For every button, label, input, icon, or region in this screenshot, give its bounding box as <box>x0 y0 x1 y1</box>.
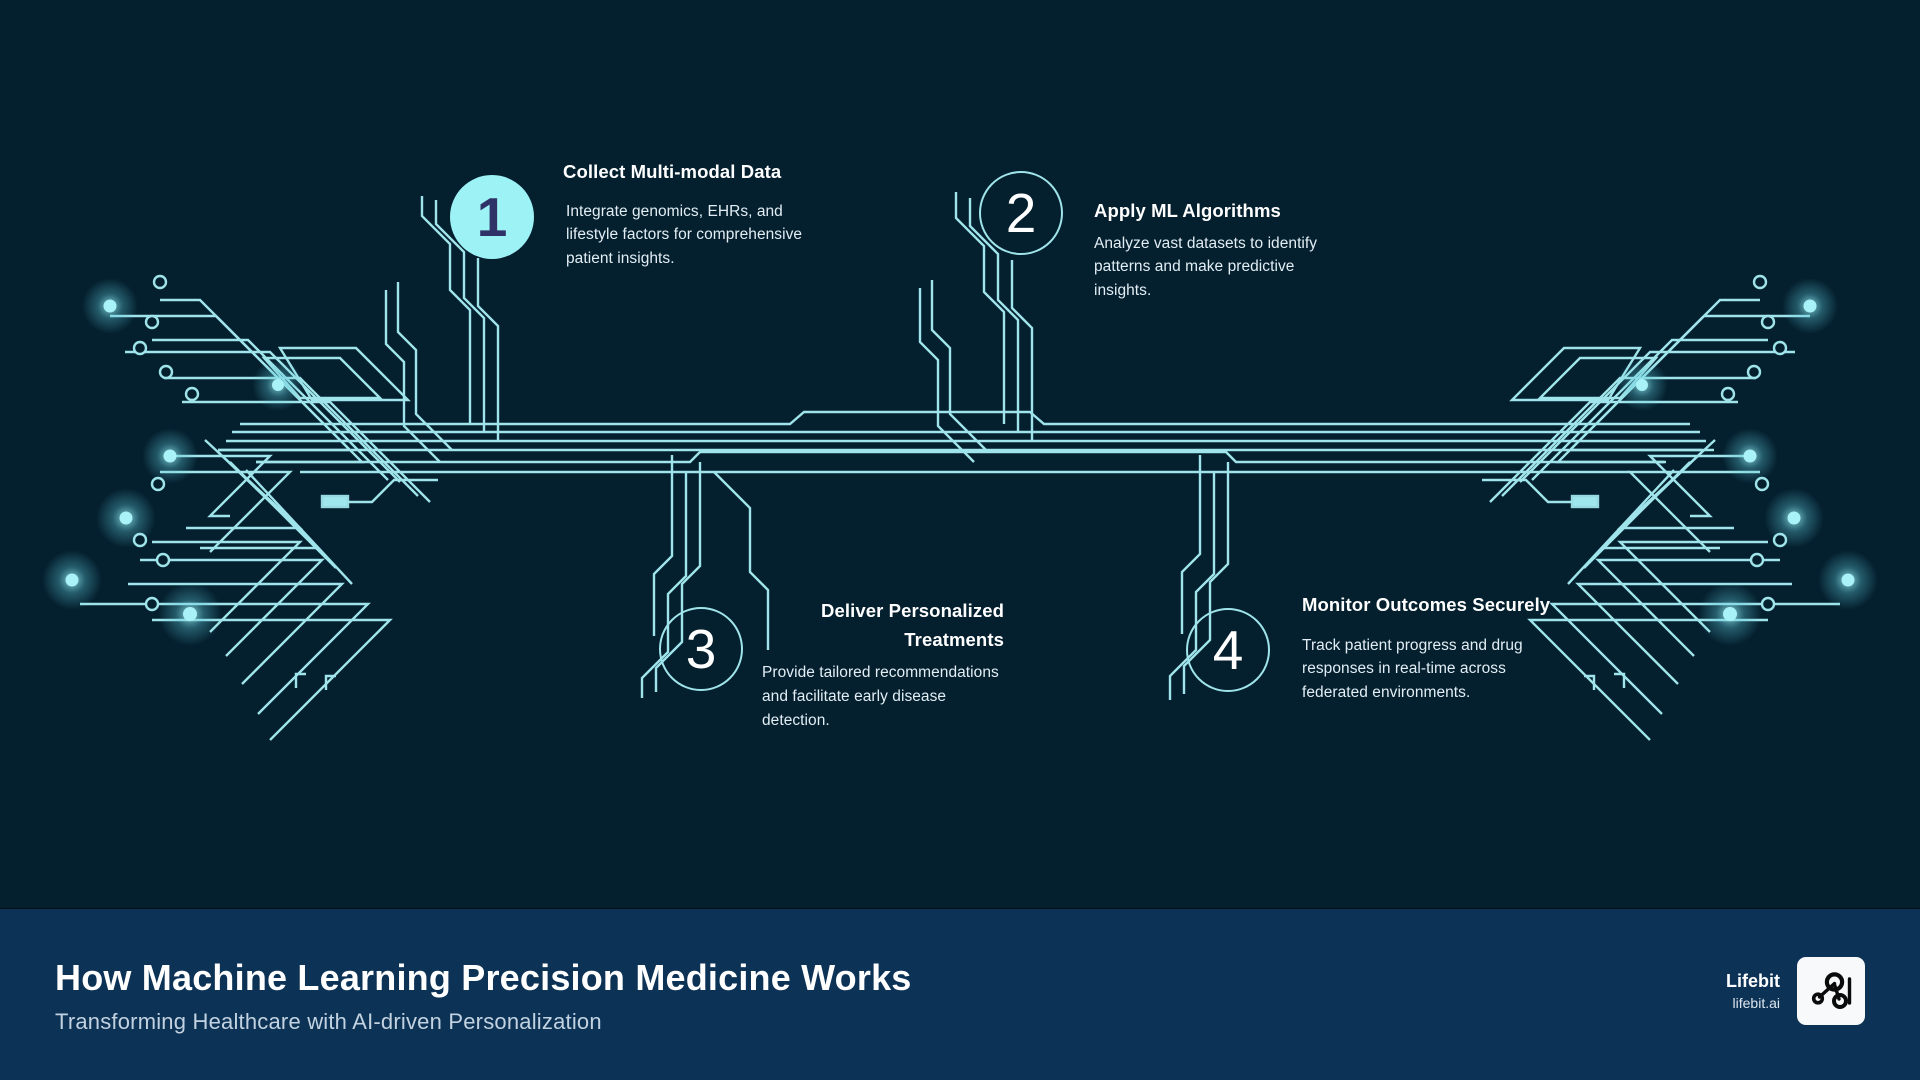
page-title: How Machine Learning Precision Medicine … <box>55 957 912 998</box>
brand-url: lifebit.ai <box>1732 994 1780 1011</box>
brand-name: Lifebit <box>1726 971 1780 992</box>
step-3-number: 3 <box>685 617 717 680</box>
step-4-number-badge[interactable]: 4 <box>1186 608 1270 692</box>
step-2-number: 2 <box>1005 181 1037 244</box>
step-4-text: Monitor Outcomes Securely Track patient … <box>1302 591 1557 705</box>
node-graph-icon <box>1797 957 1865 1025</box>
step-4-title: Monitor Outcomes Securely <box>1302 594 1551 615</box>
step-3-title: Deliver Personalized Treatments <box>821 600 1004 650</box>
step-1-title: Collect Multi-modal Data <box>563 161 782 182</box>
brand-text: Lifebit lifebit.ai <box>1726 969 1780 1012</box>
step-4-body: Track patient progress and drug response… <box>1302 636 1523 702</box>
step-1-body: Integrate genomics, EHRs, and lifestyle … <box>566 202 803 268</box>
step-3-text: Deliver Personalized Treatments Provide … <box>762 597 1012 732</box>
step-1-text: Collect Multi-modal Data Integrate genom… <box>563 158 813 271</box>
step-2-number-badge[interactable]: 2 <box>979 171 1063 255</box>
page-subtitle: Transforming Healthcare with AI-driven P… <box>55 1009 602 1034</box>
step-2-title: Apply ML Algorithms <box>1094 200 1281 221</box>
brand-lockup[interactable]: Lifebit lifebit.ai <box>1726 957 1865 1025</box>
step-2-text: Apply ML Algorithms Analyze vast dataset… <box>1094 197 1319 303</box>
step-1-number-badge[interactable]: 1 <box>450 175 534 259</box>
step-4-number: 4 <box>1212 618 1244 681</box>
footer-banner: How Machine Learning Precision Medicine … <box>0 908 1920 1080</box>
step-3-body: Provide tailored recommendations and fac… <box>762 664 999 729</box>
step-1-number: 1 <box>476 185 508 248</box>
step-2-body: Analyze vast datasets to identify patter… <box>1094 234 1318 300</box>
step-3-number-badge[interactable]: 3 <box>659 607 743 691</box>
